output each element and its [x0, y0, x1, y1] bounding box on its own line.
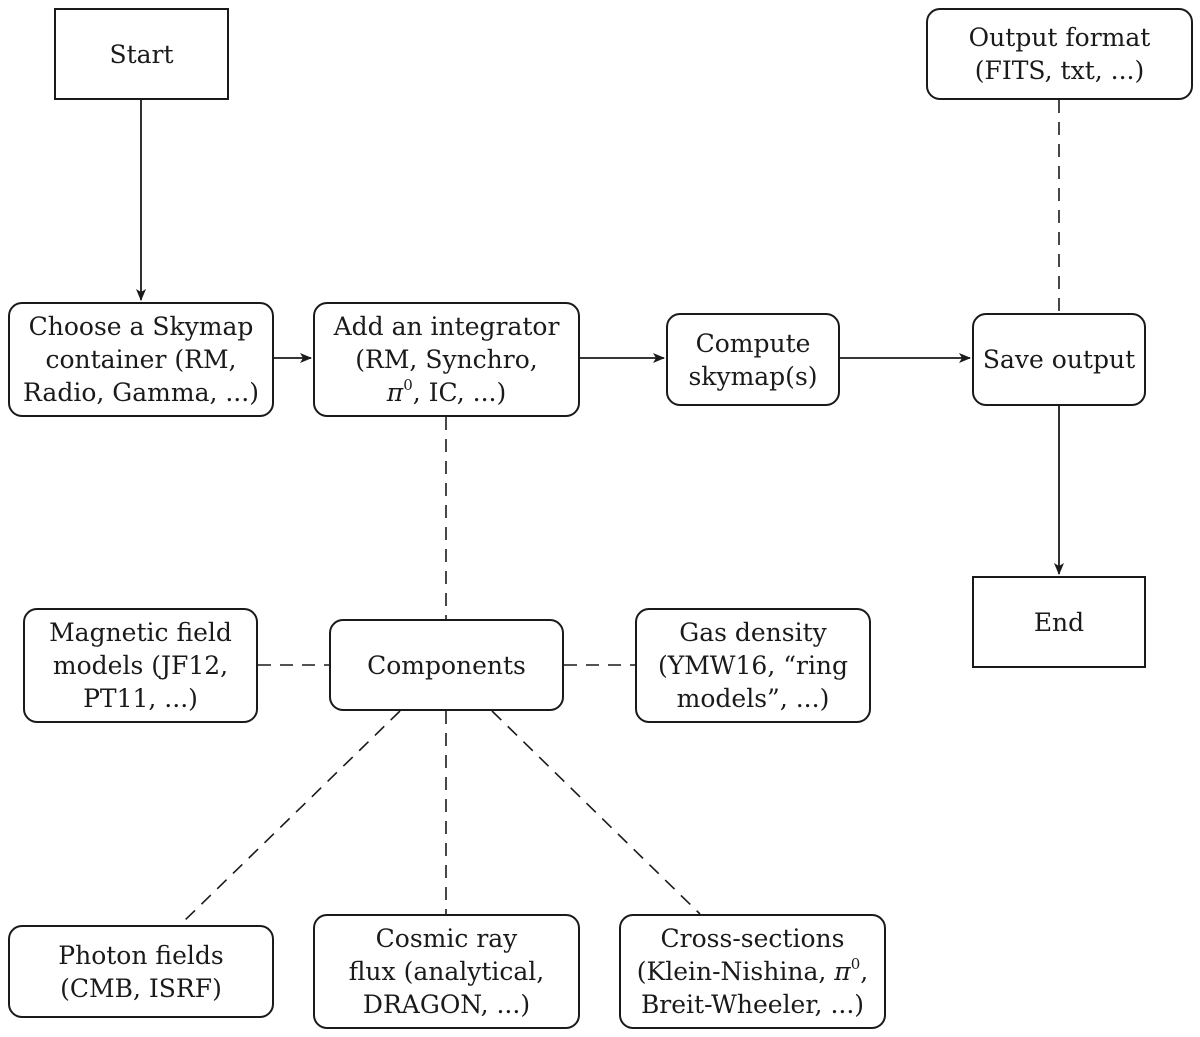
- output-format-line-1: Output format: [968, 23, 1151, 52]
- photon-line-1: Photon fields: [58, 940, 224, 970]
- save-label: Save output: [982, 345, 1136, 374]
- gas-line-3: models”, ...): [676, 684, 830, 713]
- gas-density-node: Gas density (YMW16, “ring models”, ...): [635, 608, 871, 723]
- compute-line-2: skymap(s): [688, 361, 818, 391]
- compute-skymaps-node: Compute skymap(s): [666, 313, 840, 406]
- magnetic-field-node: Magnetic field models (JF12, PT11, ...): [23, 608, 258, 723]
- gas-line-2: (YMW16, “ring: [657, 651, 849, 680]
- end-node: End: [972, 576, 1146, 668]
- cosmic-line-1: Cosmic ray: [375, 924, 518, 953]
- magnetic-line-3: PT11, ...): [83, 684, 198, 713]
- start-label: Start: [109, 39, 174, 69]
- save-output-node: Save output: [972, 313, 1146, 406]
- choose-line-3: Radio, Gamma, ...): [23, 378, 259, 407]
- xsec-pi-superscript: 0: [850, 955, 861, 973]
- end-label: End: [1033, 607, 1085, 637]
- xsec-line-2-prefix: (Klein-Nishina,: [636, 957, 835, 986]
- xsec-line-3: Breit-Wheeler, ...): [640, 990, 865, 1019]
- cosmic-line-3: DRAGON, ...): [362, 990, 531, 1019]
- choose-line-2: container (RM,: [45, 345, 237, 374]
- xsec-pi-symbol: π: [834, 957, 851, 986]
- integrator-line-2: (RM, Synchro,: [355, 345, 538, 374]
- choose-skymap-node: Choose a Skymap container (RM, Radio, Ga…: [8, 302, 274, 417]
- cross-sections-node: Cross-sections (Klein-Nishina, π0, Breit…: [619, 914, 886, 1029]
- components-label: Components: [367, 650, 526, 680]
- xsec-line-1: Cross-sections: [660, 924, 845, 953]
- photon-fields-node: Photon fields (CMB, ISRF): [8, 925, 274, 1018]
- magnetic-line-1: Magnetic field: [49, 618, 232, 647]
- cosmic-line-2: flux (analytical,: [348, 957, 545, 986]
- integrator-line-3: π0, IC, ...): [387, 376, 506, 409]
- choose-line-1: Choose a Skymap: [28, 312, 254, 341]
- cosmic-ray-flux-node: Cosmic ray flux (analytical, DRAGON, ...…: [313, 914, 580, 1029]
- components-node: Components: [329, 619, 564, 711]
- integrator-line-1: Add an integrator: [333, 312, 560, 341]
- photon-line-2: (CMB, ISRF): [60, 973, 222, 1003]
- magnetic-line-2: models (JF12,: [52, 651, 229, 680]
- integrator-pi-superscript: 0: [403, 376, 413, 394]
- edge-components-to-xsec: [491, 710, 701, 915]
- output-format-line-2: (FITS, txt, ...): [974, 56, 1145, 85]
- integrator-line-3-rest: , IC, ...): [412, 378, 507, 407]
- xsec-line-2-suffix: ,: [860, 957, 869, 986]
- add-integrator-node: Add an integrator (RM, Synchro, π0, IC, …: [313, 302, 580, 417]
- compute-line-1: Compute: [695, 328, 811, 358]
- output-format-node: Output format (FITS, txt, ...): [926, 8, 1193, 100]
- gas-line-1: Gas density: [679, 618, 827, 647]
- edge-components-to-photon: [179, 710, 401, 926]
- integrator-pi-symbol: π: [386, 378, 404, 407]
- start-node: Start: [54, 8, 229, 100]
- xsec-line-2: (Klein-Nishina, π0,: [637, 955, 868, 988]
